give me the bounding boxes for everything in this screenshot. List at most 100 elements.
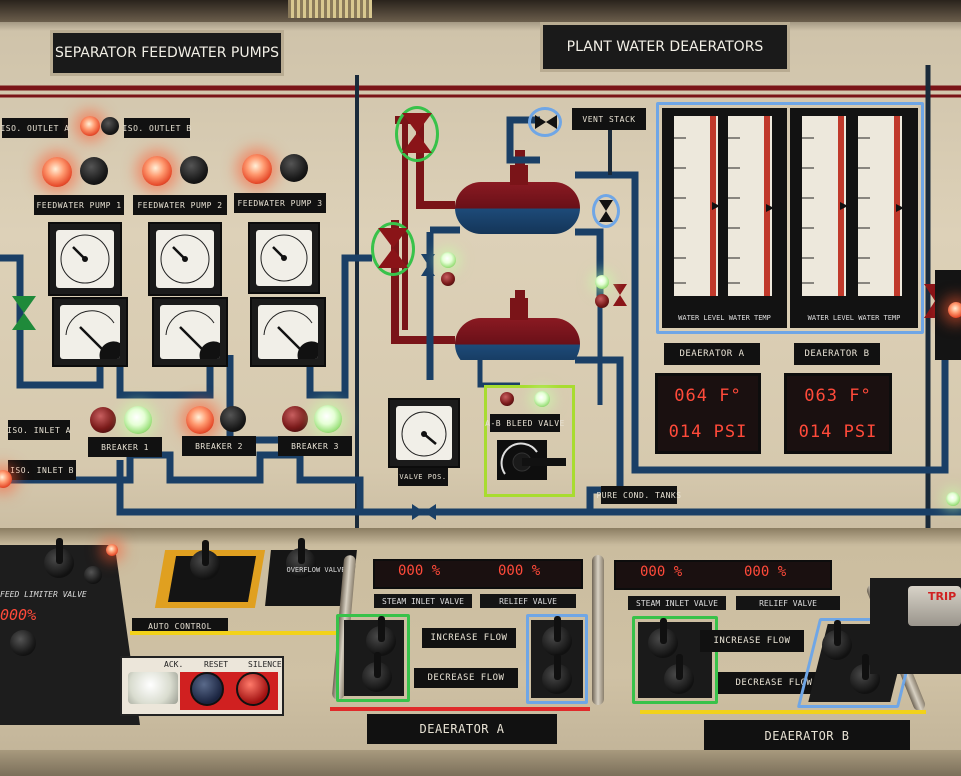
deaerator-a-steam-readout-box <box>373 559 583 589</box>
iso-outlet-a-label: ISO. OUTLET A <box>0 118 69 138</box>
deaerator-a-pressure: 014 PSI <box>668 422 748 442</box>
deaerator-b-underline <box>640 710 926 714</box>
center-lamp-green-right <box>595 275 609 289</box>
deaerator-b-name-plate: DEAERATOR B <box>794 343 880 365</box>
pump-2-flow-gauge <box>152 297 228 367</box>
ceiling <box>0 0 961 22</box>
feed-limiter-button-a[interactable] <box>10 630 36 656</box>
vent-stack-label: VENT STACK <box>572 108 646 130</box>
pump-1-label: FEEDWATER PUMP 1 <box>34 195 124 215</box>
overflow-valve-label: OVERFLOW VALVE <box>286 566 346 574</box>
center-lamp-green-left <box>440 252 456 268</box>
iso-inlet-b-label: ISO. INLET B <box>8 460 76 480</box>
deaerator-b-relief-increase-knob[interactable] <box>822 620 852 660</box>
pump-1-flow-gauge <box>52 297 128 367</box>
pure-cond-tanks-label: PURE COND. TANKS <box>596 486 681 504</box>
breaker-2-lamp-off <box>220 406 246 432</box>
feed-limiter-button-b[interactable] <box>84 566 102 584</box>
alarm-ack-button[interactable] <box>128 672 178 704</box>
right-valve-icon[interactable] <box>613 284 627 306</box>
overflow-valve-switch[interactable] <box>286 538 316 578</box>
highlight-circle-valve-upper <box>395 106 439 162</box>
deaerator-b-meter-caption: WATER LEVEL WATER TEMP <box>807 314 901 322</box>
pump-3-pressure-gauge <box>248 222 320 294</box>
header-separator-feedwater-pumps: SEPARATOR FEEDWATER PUMPS <box>50 30 284 76</box>
alarm-reset-button[interactable] <box>190 672 224 706</box>
deaerator-tanks <box>455 165 580 360</box>
valve-upper-icon[interactable] <box>402 113 432 153</box>
bottom-valve-icon[interactable] <box>412 504 436 520</box>
alarm-silence-button[interactable] <box>236 672 270 706</box>
deaerator-a-relief-readout: 000 % <box>498 563 541 579</box>
deaerator-b-steam-readout-box <box>614 560 832 590</box>
feed-limiter-readout: 000% <box>0 606 37 624</box>
pump-3-label: FEEDWATER PUMP 3 <box>234 193 326 213</box>
feed-limiter-label: FEED LIMITER VALVE <box>0 590 87 599</box>
deaerator-meters-highlight <box>656 102 924 334</box>
deaerator-b-increase-label: INCREASE FLOW <box>700 630 804 652</box>
trip-button[interactable] <box>908 586 961 626</box>
ceiling-vent <box>288 0 372 18</box>
deaerator-b-steam-readout: 000 % <box>640 564 683 580</box>
bleed-valve-highlight <box>484 385 575 497</box>
pump-2-pressure-gauge <box>148 222 222 296</box>
deaerator-a-decrease-label: DECREASE FLOW <box>414 668 518 688</box>
breaker-3-label: BREAKER 3 <box>278 436 352 456</box>
bleed-valve-lamp-red <box>500 392 514 406</box>
valve-pos-label: VALVE POS. <box>398 468 448 486</box>
blue-valve-icon[interactable] <box>421 254 435 276</box>
deaerator-b-steam-decrease-knob[interactable] <box>664 654 694 694</box>
deaerator-a-relief-decrease-knob[interactable] <box>542 654 572 694</box>
auto-control-underline <box>130 631 348 635</box>
breaker-1-label: BREAKER 1 <box>88 437 162 457</box>
center-lamp-red-right <box>595 294 609 308</box>
deaerator-a-increase-label: INCREASE FLOW <box>422 628 516 648</box>
bleed-valve-switch[interactable] <box>497 440 567 480</box>
deaerator-b-temperature: 063 F° <box>804 386 872 406</box>
bleed-valve-lamp-green <box>534 391 550 407</box>
deaerator-a-relief-increase-knob[interactable] <box>542 616 572 656</box>
breaker-2-label: BREAKER 2 <box>182 436 256 456</box>
deaerator-a-relief-knobs-highlight <box>526 614 588 704</box>
valve-position-gauge <box>388 398 460 468</box>
deaerator-b-steam-knobs-highlight <box>632 616 718 704</box>
deaerator-b-relief-readout: 000 % <box>744 564 787 580</box>
deaerator-a-meter: WATER LEVEL WATER TEMP <box>662 108 787 328</box>
deaerator-a-meter-caption: WATER LEVEL WATER TEMP <box>678 314 771 322</box>
steam-valve-icon[interactable] <box>599 200 613 222</box>
valve-lower-icon[interactable] <box>378 228 408 268</box>
alarm-silence-label: SILENCE <box>248 660 282 669</box>
feed-limiter-knob[interactable] <box>44 538 74 578</box>
auto-control-label: AUTO CONTROL <box>132 618 228 634</box>
deaerator-a-steam-label: STEAM INLET VALVE <box>374 594 472 608</box>
bleed-valve-label: A-B BLEED VALVE <box>485 414 564 432</box>
console-edge <box>0 528 961 544</box>
deaerator-b-meter: WATER LEVEL WATER TEMP <box>790 108 918 328</box>
deaerator-a-steam-decrease-knob[interactable] <box>362 652 392 692</box>
pump-1-lamp-red <box>42 157 72 187</box>
bottom-right-lamp <box>946 492 960 506</box>
breaker-1-lamp-green <box>124 406 152 434</box>
deaerator-a-console-label: DEAERATOR A <box>367 714 557 744</box>
auto-control-switch[interactable] <box>190 540 220 580</box>
iso-outlet-b-lamp <box>101 117 119 135</box>
deaerator-b-meter-scale <box>802 116 904 296</box>
breaker-1-lamp-red <box>90 407 116 433</box>
pump-line-valve-icon[interactable] <box>12 296 36 330</box>
vent-valve-icon[interactable] <box>535 115 557 129</box>
pump-3-lamp-red <box>242 154 272 184</box>
pump-1-lamp-off <box>80 157 108 185</box>
deaerator-b-steam-increase-knob[interactable] <box>648 618 678 658</box>
trip-label: TRIP <box>928 590 957 603</box>
iso-inlet-a-label: ISO. INLET A <box>7 420 70 440</box>
deaerator-a-name-plate: DEAERATOR A <box>664 343 760 365</box>
deaerator-a-readout: 064 F° 014 PSI <box>655 373 761 454</box>
iso-outlet-a-lamp <box>80 116 100 136</box>
deaerator-a-steam-increase-knob[interactable] <box>366 616 396 656</box>
pump-2-lamp-off <box>180 156 208 184</box>
deaerator-b-steam-label: STEAM INLET VALVE <box>628 596 726 610</box>
deaerator-b-decrease-label: DECREASE FLOW <box>718 672 830 694</box>
deaerator-a-steam-knobs-highlight <box>336 614 410 702</box>
highlight-circle-valve-lower <box>371 222 415 276</box>
